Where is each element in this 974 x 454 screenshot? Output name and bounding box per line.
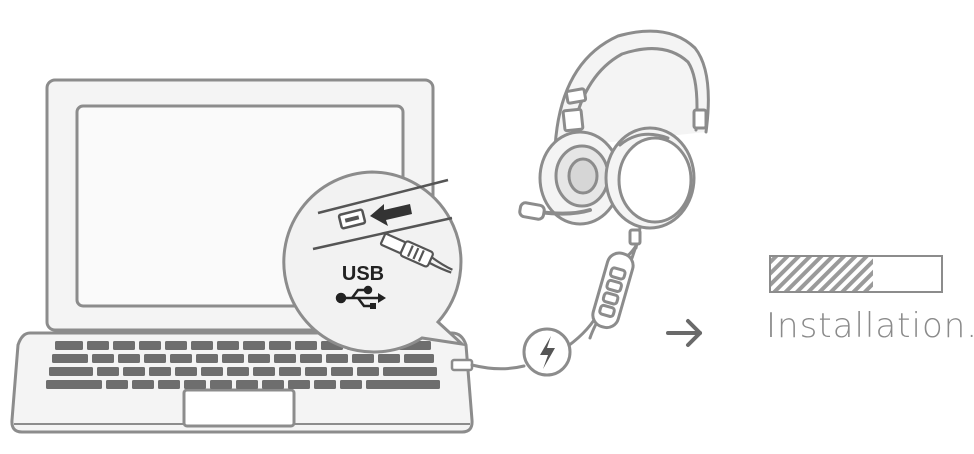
inline-remote xyxy=(591,251,635,330)
usb-icon xyxy=(335,285,386,309)
installation-progress-fill xyxy=(771,257,873,291)
lightning-icon xyxy=(540,336,555,369)
usb-label: USB xyxy=(342,263,384,285)
arrow-right-icon xyxy=(666,319,702,347)
usb-plug xyxy=(379,232,453,274)
installation-progress-bar xyxy=(769,255,943,293)
usb-port xyxy=(337,208,367,230)
insert-arrow-icon xyxy=(370,204,412,226)
installation-status-text: Installation... xyxy=(766,306,974,346)
headset xyxy=(518,29,710,340)
microphone xyxy=(518,201,546,221)
power-badge xyxy=(522,327,572,377)
usb-zoom-callout: USB xyxy=(282,170,467,354)
laptop-keyboard xyxy=(46,341,440,389)
laptop-trackpad xyxy=(182,388,296,428)
